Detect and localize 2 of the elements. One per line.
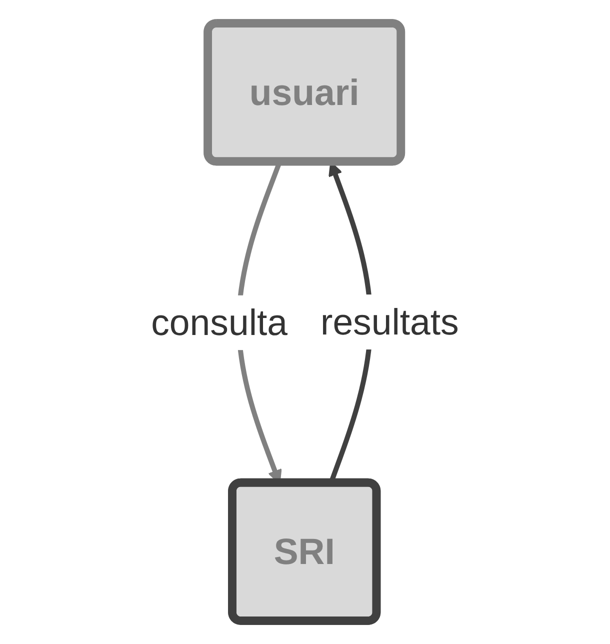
edge-label: resultats bbox=[320, 301, 459, 343]
edge-label: consulta bbox=[151, 302, 288, 344]
